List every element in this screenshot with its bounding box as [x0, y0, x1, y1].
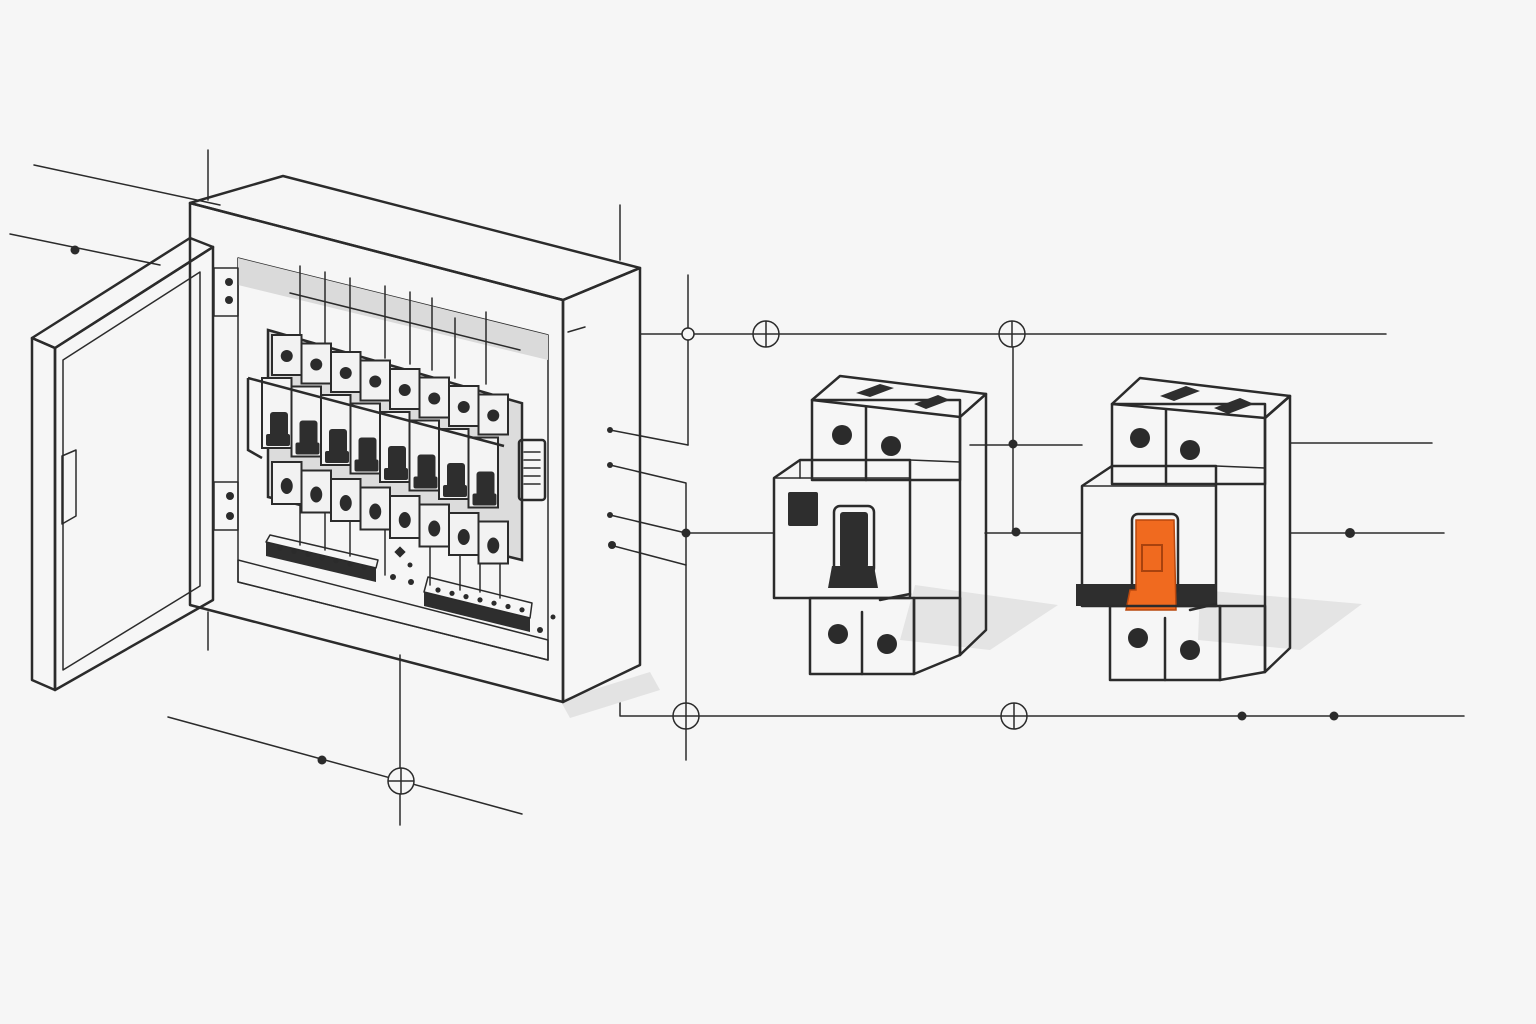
distribution-panel [30, 174, 642, 704]
dot-junction-icon [1329, 711, 1339, 721]
breaker-terminal-screw-icon [339, 495, 352, 511]
breaker-toggle[interactable] [329, 429, 347, 455]
wire-link-c [609, 544, 687, 566]
breaker-row [246, 328, 524, 565]
residual-current-device [772, 374, 1058, 676]
breaker-terminal-screw-icon [428, 392, 441, 405]
breaker-terminal-screw-icon [280, 350, 293, 362]
panel-internal-wires [289, 265, 521, 599]
breaker-module [467, 393, 509, 565]
side-connector-slots [523, 451, 541, 485]
panel-shadow [560, 672, 660, 718]
circuit-breaker [1076, 376, 1362, 682]
door-handle-icon[interactable] [61, 449, 77, 525]
crosshair-junction-icon [672, 702, 700, 730]
breaker-terminal-screw-icon [310, 486, 323, 503]
breaker-toggle[interactable] [476, 471, 495, 498]
breaker-terminal-screw-icon [369, 375, 382, 388]
breaker-module [438, 385, 480, 556]
dot-junction-icon [70, 245, 80, 255]
wiring-lines [9, 149, 1465, 826]
dot-junction-icon [317, 755, 327, 765]
breaker-terminal-screw-icon [487, 409, 500, 422]
breaker-terminal-screw-icon [398, 384, 411, 396]
mcb-terminal-screw-icon [1180, 640, 1200, 660]
breaker-terminal-screw-icon [428, 520, 441, 537]
breaker-toggle[interactable] [447, 463, 465, 489]
rcd-terminal-screw-icon [832, 425, 852, 445]
panel-cavity-top [238, 258, 548, 360]
side-connector [517, 438, 547, 502]
wire-bottom-bus [619, 684, 1465, 717]
dot-junction-icon [1011, 527, 1021, 537]
dot-junction-icon [1237, 711, 1247, 721]
rcd-shadow [900, 585, 1058, 650]
breaker-terminal-screw-icon [369, 503, 382, 520]
rcd-terminal-screw-icon [828, 624, 848, 644]
dot-junction-icon [608, 541, 616, 549]
breaker-module [349, 359, 391, 531]
breaker-module [261, 334, 303, 505]
breaker-toggle[interactable] [299, 420, 318, 447]
panel-front-frame [188, 201, 565, 704]
crosshair-junction-icon [1000, 702, 1028, 730]
panel-cavity-floor [237, 559, 549, 661]
crosshair-junction-icon [998, 320, 1026, 348]
breaker-toggle[interactable] [270, 412, 288, 438]
dot-junction-icon [607, 427, 613, 433]
dot-junction-icon [1345, 528, 1355, 538]
breaker-module [320, 351, 362, 522]
panel-side-face [561, 266, 642, 704]
rcd-toggle-lever[interactable] [840, 512, 868, 568]
mcb-terminal-screw-icon [1130, 428, 1150, 448]
terminal-screws [277, 545, 525, 613]
mcb-terminal-screw-icon [1180, 440, 1200, 460]
breaker-terminal-screw-icon [398, 512, 411, 528]
rcd-terminal-screw-icon [881, 436, 901, 456]
wire-left [9, 233, 161, 266]
wire-top-left [33, 164, 221, 206]
breaker-terminal-screw-icon [310, 358, 323, 371]
breaker-terminal-screw-icon [339, 367, 352, 379]
breaker-terminal-screw-icon [487, 537, 500, 554]
dot-junction-icon [1008, 439, 1018, 449]
crosshair-junction-icon [387, 767, 415, 795]
dot-junction-icon [607, 512, 613, 518]
door-hinge-top [213, 267, 239, 317]
rcd-terminal-screw-icon [877, 634, 897, 654]
rcd-test-button[interactable] [788, 492, 818, 526]
terminal-bar-right [423, 576, 533, 632]
wire-trunk [609, 464, 687, 761]
wire-link-b [609, 514, 687, 534]
panel-door[interactable] [30, 236, 215, 692]
breaker-terminal-screw-icon [457, 401, 470, 413]
wire-link-a [609, 429, 689, 446]
breaker-toggle[interactable] [417, 454, 436, 481]
breaker-toggle[interactable] [388, 446, 406, 472]
breaker-toggle[interactable] [358, 437, 377, 464]
dot-junction-icon [681, 528, 691, 538]
mcb-terminal-screw-icon [1128, 628, 1148, 648]
breaker-module [408, 376, 450, 548]
dot-junction-icon [607, 462, 613, 468]
wire-bottom-diagonal [167, 716, 523, 815]
breaker-module [379, 368, 421, 539]
junction-markers [70, 245, 1355, 795]
door-hinge-bottom [213, 481, 239, 531]
panel-fasteners [390, 546, 556, 633]
crosshair-junction-icon [752, 320, 780, 348]
open-circle-junction-icon [681, 327, 695, 341]
breaker-terminal-screw-icon [457, 529, 470, 545]
mcb-shadow [1198, 590, 1362, 650]
mcb-toggle-lever[interactable] [1125, 519, 1177, 611]
breaker-terminal-screw-icon [280, 478, 293, 494]
